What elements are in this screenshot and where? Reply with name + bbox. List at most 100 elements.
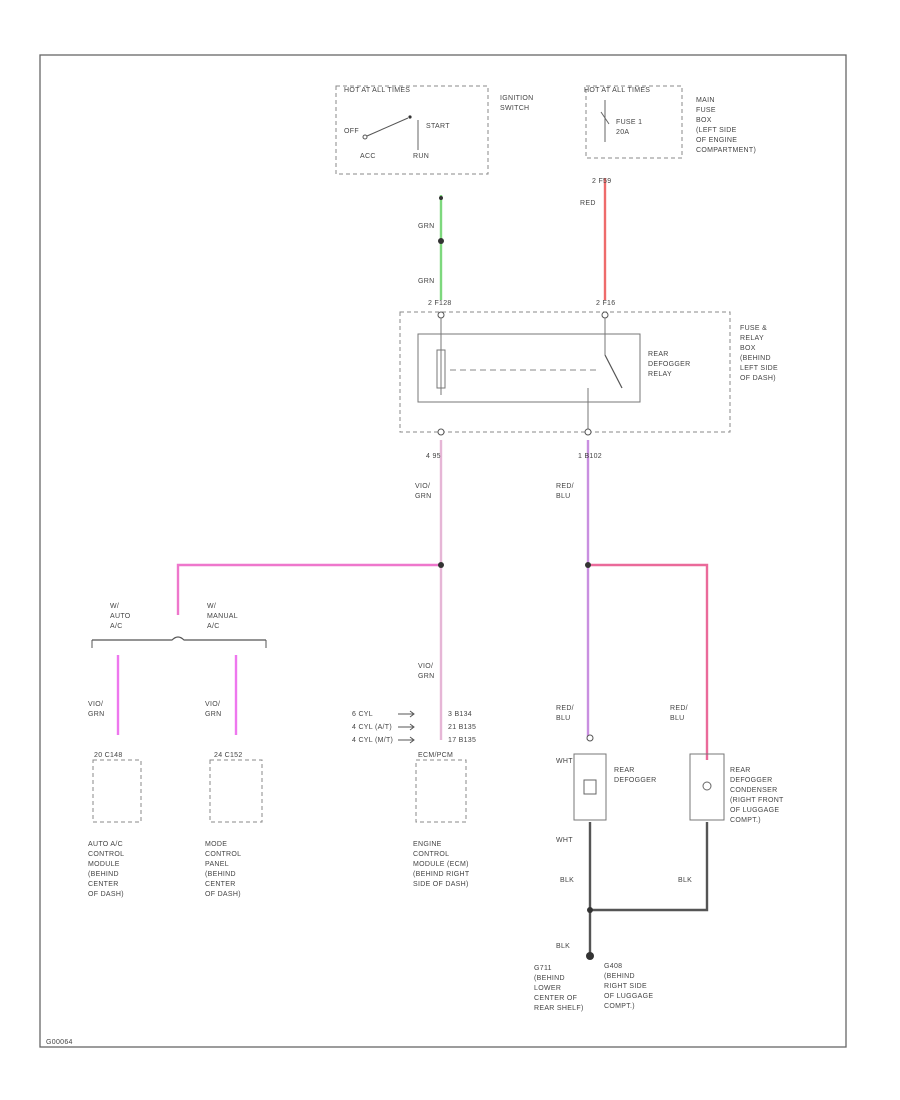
- label-line: 20A: [616, 129, 629, 136]
- wire-color-label: VIO/GRN: [88, 701, 104, 718]
- label-line: SIDE OF DASH): [413, 881, 469, 888]
- label-line: COMPT.): [730, 817, 761, 824]
- manual-ac-option-label: W/MANUAL A/C: [207, 603, 238, 630]
- rear-defogger-condenser-body: [689, 753, 725, 821]
- label-line: FUSE: [696, 107, 716, 114]
- main-fuse-box-label: MAIN FUSE BOX (LEFT SIDE OF ENGINE COMPARTMEN…: [696, 97, 756, 154]
- wire-color-label: RED: [580, 200, 596, 207]
- label-line: COMPARTMENT): [696, 147, 756, 154]
- wire-color-label: BLK: [560, 877, 574, 884]
- mode-control-panel-box: [209, 759, 263, 823]
- label-line: RELAY: [648, 371, 672, 378]
- ignition-out-connector: [439, 196, 443, 200]
- wire-color-label: GRN: [418, 223, 434, 230]
- label-line: BLU: [556, 715, 571, 722]
- connector-pin-label: 2 F128: [428, 300, 452, 307]
- ground-point: [586, 952, 594, 960]
- ecm-variant-label: 6 CYL: [352, 711, 373, 718]
- label-line: OF LUGGAGE: [604, 993, 653, 1000]
- main-fuse-header: HOT AT ALL TIMES: [584, 87, 650, 94]
- label-line: CENTER: [88, 881, 119, 888]
- rear-defogger-relay-body: [417, 333, 641, 403]
- label-line: BOX: [740, 345, 756, 352]
- wire-color-label: VIO/GRN: [415, 483, 431, 500]
- label-line: DEFOGGER: [730, 777, 772, 784]
- wire-color-label: RED/BLU: [556, 705, 574, 722]
- label-line: VIO/: [415, 483, 430, 490]
- label-line: (BEHIND RIGHT: [413, 871, 470, 878]
- label-line: G408: [604, 963, 622, 970]
- label-line: FUSE 1: [616, 119, 642, 126]
- label-line: MODE: [205, 841, 227, 848]
- connector-pin-label: 1 B102: [578, 453, 602, 460]
- label-line: GRN: [418, 673, 434, 680]
- ecm-variant-pin: 3 B134: [448, 711, 472, 718]
- label-line: IGNITION: [500, 95, 534, 102]
- ecm-variant-pin: 21 B135: [448, 724, 476, 731]
- label-line: MAIN: [696, 97, 715, 104]
- ecm-variant-pin: 17 B135: [448, 737, 476, 744]
- label-line: CONTROL: [413, 851, 449, 858]
- ignition-start-label: START: [426, 123, 450, 130]
- label-line: REAR SHELF): [534, 1005, 584, 1012]
- relay-coil: [436, 349, 446, 389]
- label-line: REAR: [648, 351, 669, 358]
- label-line: CENTER: [205, 881, 236, 888]
- label-line: BLU: [670, 715, 685, 722]
- label-line: RED/: [670, 705, 688, 712]
- relay-input-terminal: [437, 311, 445, 319]
- rear-defogger-grid: [583, 779, 597, 795]
- diagram-frame: [39, 54, 847, 1048]
- relay-output-terminal: [437, 428, 445, 436]
- label-line: A/C: [207, 623, 220, 630]
- label-line: BLU: [556, 493, 571, 500]
- wire-color-label: RED/BLU: [670, 705, 688, 722]
- label-line: (BEHIND: [534, 975, 565, 982]
- label-line: DEFOGGER: [614, 777, 656, 784]
- label-line: RED/: [556, 705, 574, 712]
- relay-switch-contact: [604, 354, 623, 389]
- label-line: BOX: [696, 117, 712, 124]
- label-line: LEFT SIDE: [740, 365, 778, 372]
- label-line: OF DASH): [740, 375, 776, 382]
- label-line: MANUAL: [207, 613, 238, 620]
- ignition-switch: HOT AT ALL TIMES OFF START ACC RUN IGNIT…: [335, 85, 534, 175]
- auto-ac-control-module-box: [92, 759, 142, 823]
- wire-color-label: WHT: [556, 837, 573, 844]
- ecm-variant-arrow: [398, 723, 415, 731]
- rear-defogger-label: REAR DEFOGGER: [614, 767, 656, 784]
- label-line: MODULE: [88, 861, 120, 868]
- defogger-terminal: [586, 734, 594, 742]
- relay-output-terminal: [584, 428, 592, 436]
- ignition-pivot: [362, 134, 368, 140]
- connector-label: ECM/PCM: [418, 752, 453, 759]
- option-bracket: [92, 636, 266, 641]
- wire-condenser-branch: [588, 563, 709, 760]
- wire-color-label: BLK: [678, 877, 692, 884]
- ignition-acc-label: ACC: [360, 153, 376, 160]
- label-line: REAR: [614, 767, 635, 774]
- label-line: OF ENGINE: [696, 137, 737, 144]
- relay-input-terminal: [601, 311, 609, 319]
- ignition-header: HOT AT ALL TIMES: [344, 87, 410, 94]
- label-line: CONDENSER: [730, 787, 777, 794]
- wire-color-label: RED/BLU: [556, 483, 574, 500]
- connector-pin-label: 2 F16: [596, 300, 615, 307]
- label-line: CONTROL: [88, 851, 124, 858]
- label-line: GRN: [415, 493, 431, 500]
- label-line: W/: [207, 603, 216, 610]
- label-line: RELAY: [740, 335, 764, 342]
- connector-label: 20 C148: [94, 752, 123, 759]
- label-line: (LEFT SIDE: [696, 127, 737, 134]
- label-line: GRN: [88, 711, 104, 718]
- wire-blk-condenser: [590, 822, 709, 912]
